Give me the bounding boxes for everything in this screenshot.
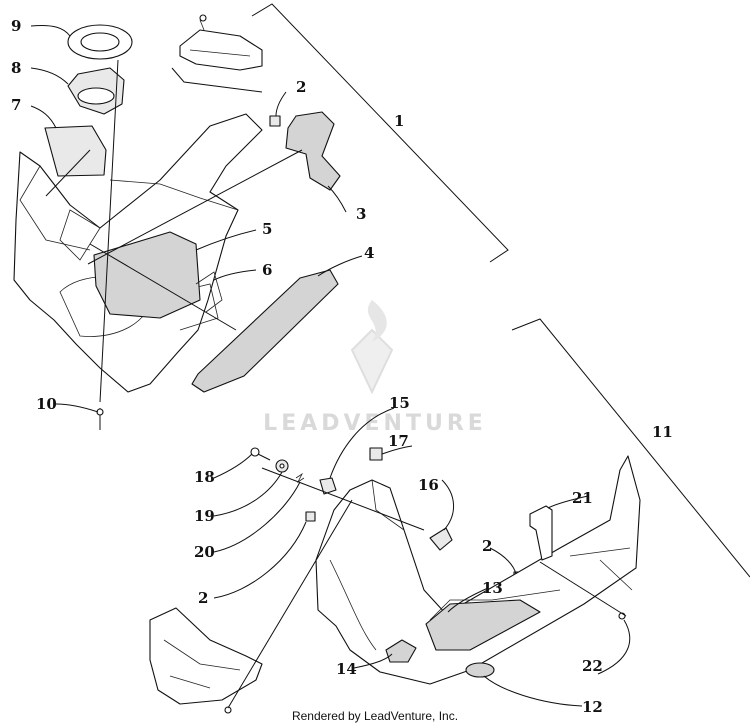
- callout-20: 20: [194, 543, 215, 561]
- part-2-clip-upper: [269, 115, 281, 127]
- callout-4: 4: [364, 244, 374, 262]
- callout-2-lower-left: 2: [198, 589, 208, 607]
- leader-lines-upper: [30, 25, 363, 413]
- part-10-screw: [96, 408, 104, 430]
- part-20-spring: [295, 472, 305, 484]
- leadventure-watermark-logo: [350, 300, 394, 395]
- leader-lines-lower: [213, 407, 631, 709]
- callout-9: 9: [11, 17, 21, 35]
- callout-6: 6: [262, 261, 272, 279]
- part-9-gasket: [67, 24, 133, 60]
- callout-5: 5: [262, 220, 272, 238]
- callout-2-upper: 2: [296, 78, 306, 96]
- callout-22: 22: [582, 657, 603, 675]
- assembly-bracket-1: [251, 3, 509, 263]
- assembly-bracket-11: [511, 318, 750, 578]
- part-4-foam-strip: [191, 269, 339, 393]
- part-2-clip-left: [305, 511, 316, 522]
- hinge-bracket: [171, 14, 263, 93]
- callout-2-lower-right: 2: [482, 537, 492, 555]
- callout-3: 3: [356, 205, 366, 223]
- callout-13: 13: [482, 579, 503, 597]
- callout-10: 10: [36, 395, 57, 413]
- part-17-clip: [369, 447, 383, 461]
- callout-8: 8: [11, 59, 21, 77]
- callout-1: 1: [394, 112, 404, 130]
- part-21-bracket: [529, 505, 553, 561]
- callout-16: 16: [418, 476, 439, 494]
- part-16-knob: [429, 527, 453, 551]
- part-5-foam-pad: [93, 231, 201, 319]
- callout-21: 21: [572, 489, 593, 507]
- callout-18: 18: [194, 468, 215, 486]
- callout-14: 14: [336, 660, 357, 678]
- lower-left-bracket: [149, 607, 263, 714]
- callout-17: 17: [388, 432, 409, 450]
- callout-7: 7: [11, 96, 21, 114]
- callout-15: 15: [389, 394, 410, 412]
- footer-credit: Rendered by LeadVenture, Inc.: [292, 709, 458, 723]
- part-12-reflector: [465, 662, 495, 678]
- callout-19: 19: [194, 507, 215, 525]
- watermark-text: LEADVENTURE: [263, 411, 487, 436]
- part-7-window: [44, 125, 107, 177]
- part-18-screw: [250, 447, 271, 461]
- callout-11: 11: [652, 423, 673, 441]
- callout-12: 12: [582, 698, 603, 716]
- part-3-pad: [285, 111, 341, 191]
- part-19-washer: [275, 459, 289, 473]
- part-15-fastener: [319, 477, 337, 495]
- part-13-foam: [425, 599, 541, 651]
- part-14-pad: [385, 639, 417, 663]
- part-6-liner: [195, 271, 223, 313]
- part-11-lower-body: [315, 455, 641, 685]
- part-8-bezel: [67, 67, 125, 115]
